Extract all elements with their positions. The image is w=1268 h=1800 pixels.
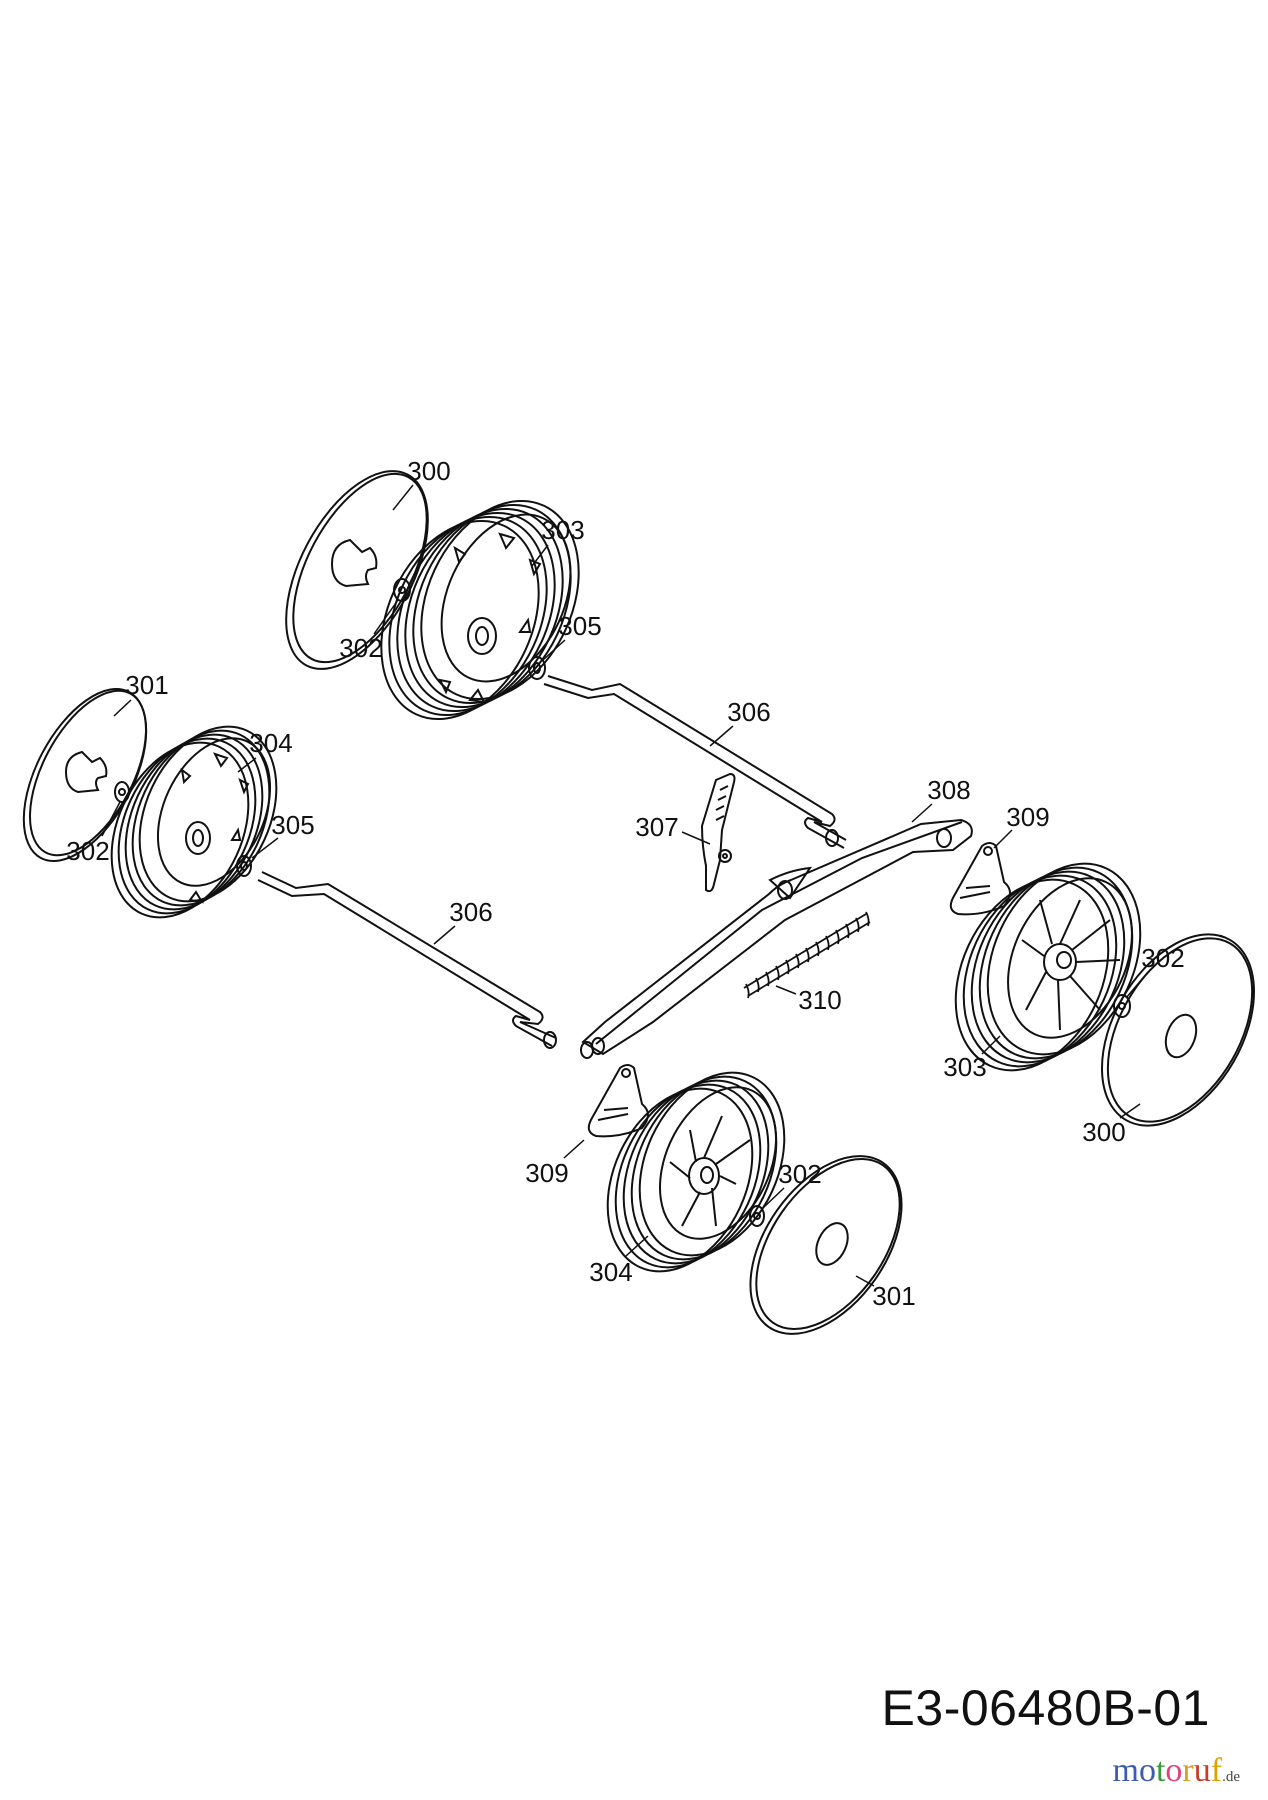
callout-label: 303 [541,515,585,545]
washer-305-top [528,656,546,680]
callout-label: 302 [66,836,110,866]
callout-label: 300 [1082,1117,1126,1147]
drawing-code: E3-06480B-01 [881,1680,1210,1736]
hubcap-disc-301-bottom [749,1155,903,1335]
wheel-303-top [380,499,580,721]
axle-306-bottom [257,871,557,1049]
callout-label: 304 [589,1257,633,1287]
callout-label: 303 [943,1052,987,1082]
callout-label: 302 [778,1159,822,1189]
callout-label: 305 [271,810,315,840]
callout-label: 307 [635,812,679,842]
callout-label: 306 [449,897,493,927]
callout-label: 309 [1006,802,1050,832]
callout-label: 310 [798,985,842,1015]
logo-main: motoruf [1112,1752,1223,1789]
wheel-303-right [954,862,1142,1072]
callout-label: 309 [525,1158,569,1188]
wheel-304-left [110,725,278,919]
watermark-logo: motoruf.de [1113,1754,1240,1788]
logo-suffix: .de [1222,1769,1240,1785]
callout-label: 305 [558,611,602,641]
bracket-309-bottom [587,1064,649,1138]
leader-lines [101,484,1149,1287]
callout-label: 301 [125,670,169,700]
spring-310 [743,911,871,999]
axle-306-top [543,675,847,849]
callout-label: 302 [1141,943,1185,973]
callout-label: 308 [927,775,971,805]
hubcap-disc-300-right [1101,933,1255,1127]
washer-305-left [236,855,252,877]
callout-label: 301 [872,1281,916,1311]
wheel-304-bottom [606,1071,786,1273]
callout-label: 300 [407,456,451,486]
callout-label: 304 [249,728,293,758]
height-frame-308 [580,818,973,1059]
callout-label: 306 [727,697,771,727]
lever-307 [700,772,736,893]
callout-label: 302 [339,633,383,663]
star-washer-302-bottom [749,1205,765,1227]
